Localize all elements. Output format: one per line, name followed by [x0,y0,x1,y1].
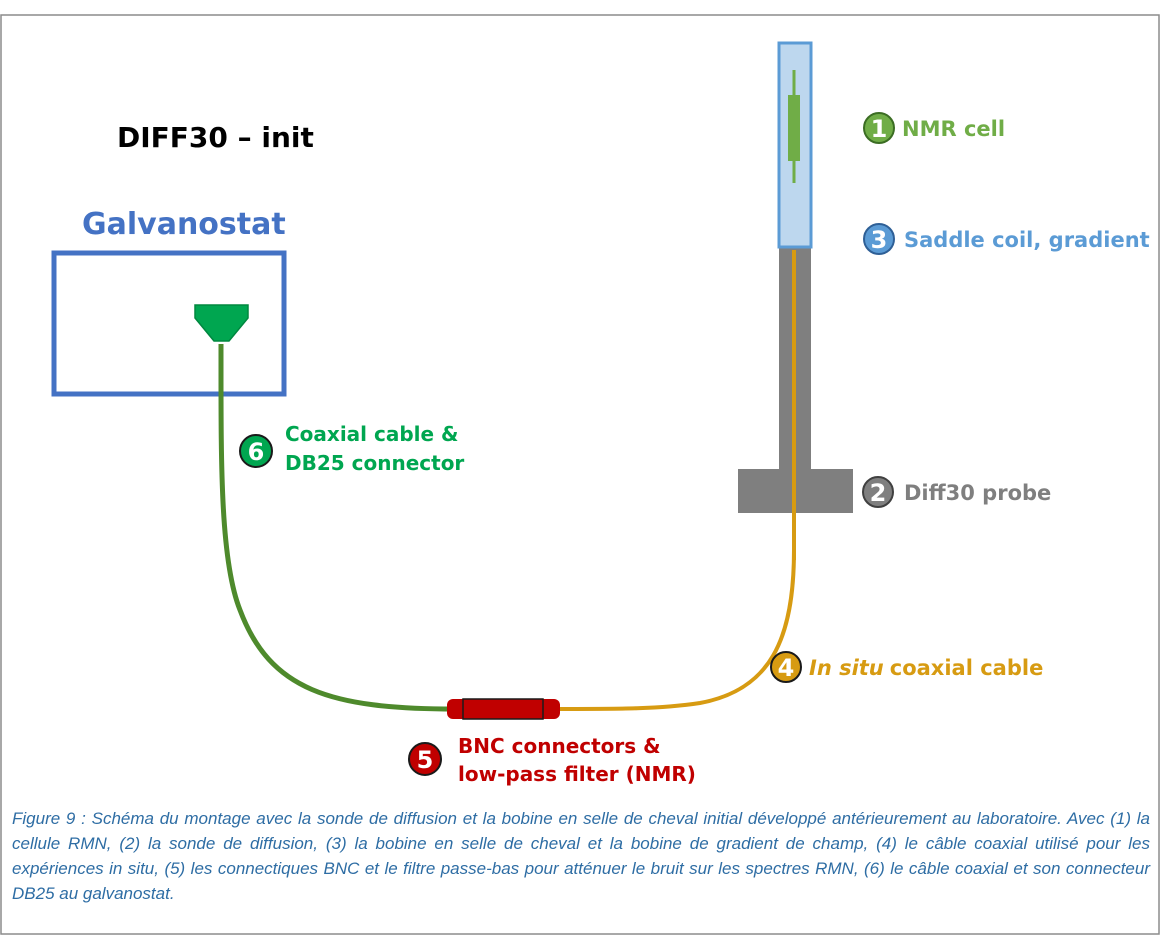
label-coaxial-db25: 6 Coaxial cable & DB25 connector [239,422,464,475]
in-situ-coaxial-cable [555,250,796,711]
db25-connector [194,304,249,342]
galvanostat-label: Galvanostat [82,207,286,242]
svg-text:1: 1 [871,115,888,143]
svg-text:2: 2 [870,479,887,507]
svg-text:low-pass filter (NMR): low-pass filter (NMR) [458,762,696,786]
svg-text:3: 3 [871,226,888,254]
nmr-cell [788,70,800,183]
svg-text:NMR cell: NMR cell [902,117,1005,141]
label-saddle-coil: 3 Saddle coil, gradient [863,223,1150,255]
svg-text:BNC connectors &: BNC connectors & [458,734,661,758]
coaxial-cable-db25 [218,343,456,712]
badge-3 [863,223,895,255]
badge-5 [408,742,442,776]
badge-2 [862,476,894,508]
diagram-title: DIFF30 – init [117,121,314,154]
svg-text:5: 5 [417,746,434,774]
label-diff30-probe: 2 Diff30 probe [862,476,1051,508]
svg-text:Saddle coil, gradient: Saddle coil, gradient [904,228,1150,252]
svg-text:DB25 connector: DB25 connector [285,451,464,475]
svg-text:Coaxial cable &: Coaxial cable & [285,422,458,446]
label-nmr-cell: 1 NMR cell [863,112,1005,144]
svg-text:4: 4 [778,654,795,682]
figure-frame [0,14,1160,935]
galvanostat-box [51,250,287,397]
badge-1 [863,112,895,144]
bnc-connector-filter [447,698,560,720]
badge-4 [770,651,802,683]
label-bnc-connectors: 5 BNC connectors & low-pass filter (NMR) [408,734,696,786]
svg-text:Diff30 probe: Diff30 probe [904,481,1051,505]
svg-text:6: 6 [248,438,265,466]
figure-caption: Figure 9 : Schéma du montage avec la son… [12,809,1150,903]
badge-6 [239,434,273,468]
